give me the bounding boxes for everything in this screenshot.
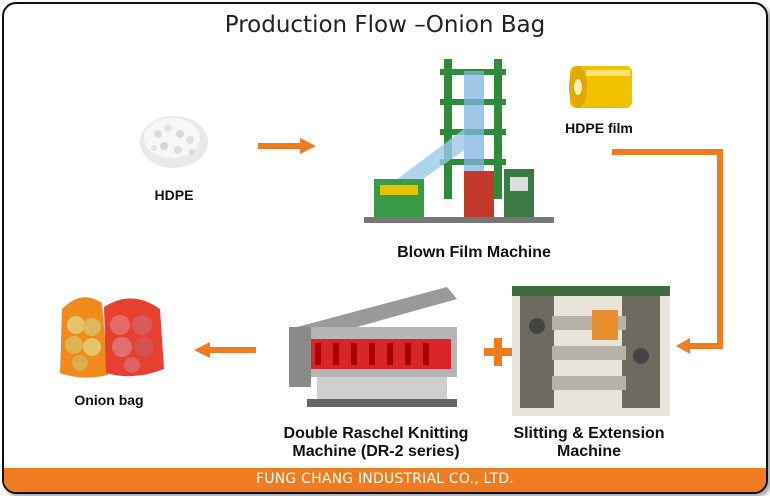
onion-bag-label: Onion bag xyxy=(74,392,144,408)
blown-film-machine-image xyxy=(364,59,554,223)
double-raschel-machine-image xyxy=(289,287,457,407)
hdpe-label: HDPE xyxy=(154,187,194,203)
plus-icon xyxy=(484,338,512,366)
arrow-right-icon xyxy=(258,138,316,154)
double-raschel-label-line1: Double Raschel Knitting xyxy=(283,425,469,442)
hdpe-granules-image xyxy=(140,116,208,168)
footer-bar: FUNG CHANG INDUSTRIAL CO., LTD. xyxy=(4,468,766,492)
company-name: FUNG CHANG INDUSTRIAL CO., LTD. xyxy=(256,471,514,487)
connector-arrow-icon xyxy=(612,149,723,354)
slitting-label-line1: Slitting & Extension xyxy=(513,425,665,442)
hdpe-film-roll-image xyxy=(569,66,632,108)
onion-bag-image xyxy=(60,297,164,378)
arrow-left-icon xyxy=(194,342,256,358)
page-title: Production Flow –Onion Bag xyxy=(224,12,546,38)
double-raschel-label-line2: Machine (DR-2 series) xyxy=(292,443,460,460)
blown-film-machine-label: Blown Film Machine xyxy=(397,244,551,261)
slitting-label-line2: Machine xyxy=(556,443,621,460)
hdpe-film-label: HDPE film xyxy=(565,120,633,136)
slitting-extension-machine-image xyxy=(512,286,670,416)
